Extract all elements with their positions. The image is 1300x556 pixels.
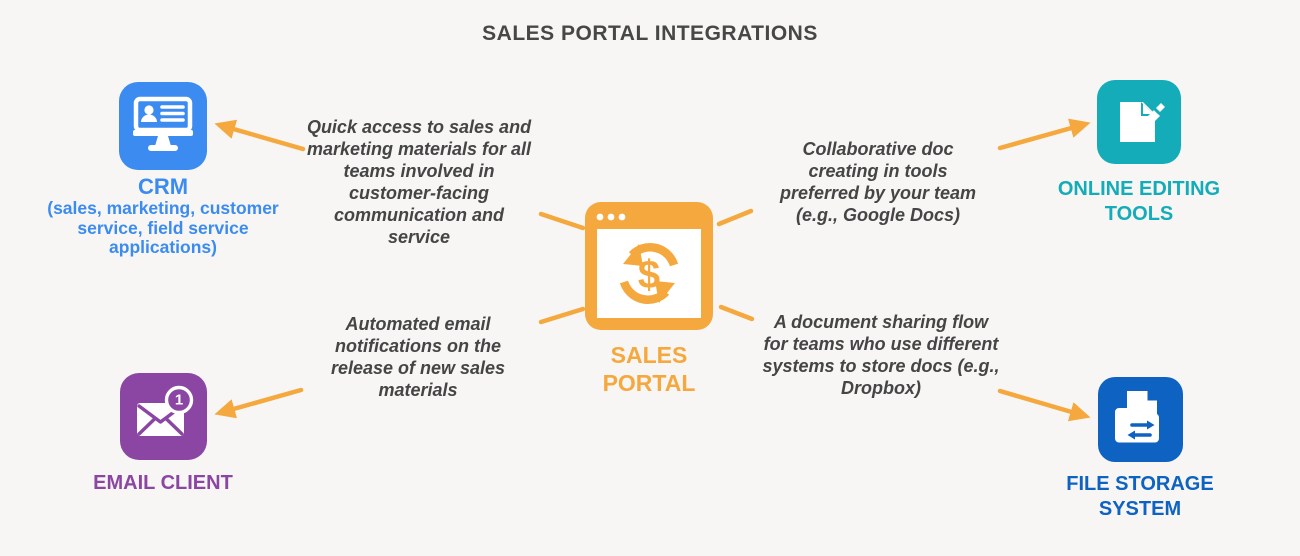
node-file-storage: FILE STORAGE SYSTEM — [1020, 377, 1260, 522]
node-sales-portal: $ SALES PORTAL — [529, 202, 769, 397]
annotation-email: Automated email notifications on the rel… — [330, 314, 506, 400]
line-portal-to-storage-text — [718, 304, 755, 322]
line-portal-to-crm-text — [538, 211, 586, 231]
email-envelope-icon: 1 — [119, 373, 207, 460]
dollar-symbol: $ — [638, 253, 660, 297]
annotation-editing: Collaborative doc creating in tools pref… — [779, 139, 977, 225]
sales-portal-browser-icon: $ — [585, 202, 713, 330]
online-editing-label: ONLINE EDITING TOOLS — [1057, 178, 1221, 225]
arrow-to-editing — [997, 118, 1091, 151]
annotation-crm: Quick access to sales and marketing mate… — [306, 117, 532, 247]
sales-portal-label: SALES PORTAL — [602, 342, 696, 396]
folder-transfer-icon — [1097, 377, 1183, 462]
email-badge-count: 1 — [174, 392, 182, 409]
arrow-to-storage — [997, 388, 1091, 422]
arrow-to-crm — [214, 119, 306, 152]
email-client-label: EMAIL CLIENT — [93, 472, 233, 494]
arrow-to-email — [214, 387, 304, 419]
diagram-title: SALES PORTAL INTEGRATIONS — [482, 22, 818, 45]
crm-sublabel: (sales, marketing, customer service, fie… — [47, 198, 279, 257]
node-crm: CRM (sales, marketing, customer service,… — [43, 82, 283, 258]
node-online-editing: ONLINE EDITING TOOLS — [1019, 80, 1259, 227]
crm-label: CRM — [137, 174, 189, 199]
annotation-storage: A document sharing flow for teams who us… — [762, 312, 1000, 398]
file-storage-label: FILE STORAGE SYSTEM — [1066, 473, 1214, 520]
line-portal-to-editing-text — [716, 208, 754, 227]
line-portal-to-email-text — [538, 306, 586, 325]
node-email-client: 1 EMAIL CLIENT — [43, 373, 283, 496]
edit-document-pencil-icon — [1097, 80, 1181, 164]
crm-monitor-icon — [119, 82, 207, 170]
